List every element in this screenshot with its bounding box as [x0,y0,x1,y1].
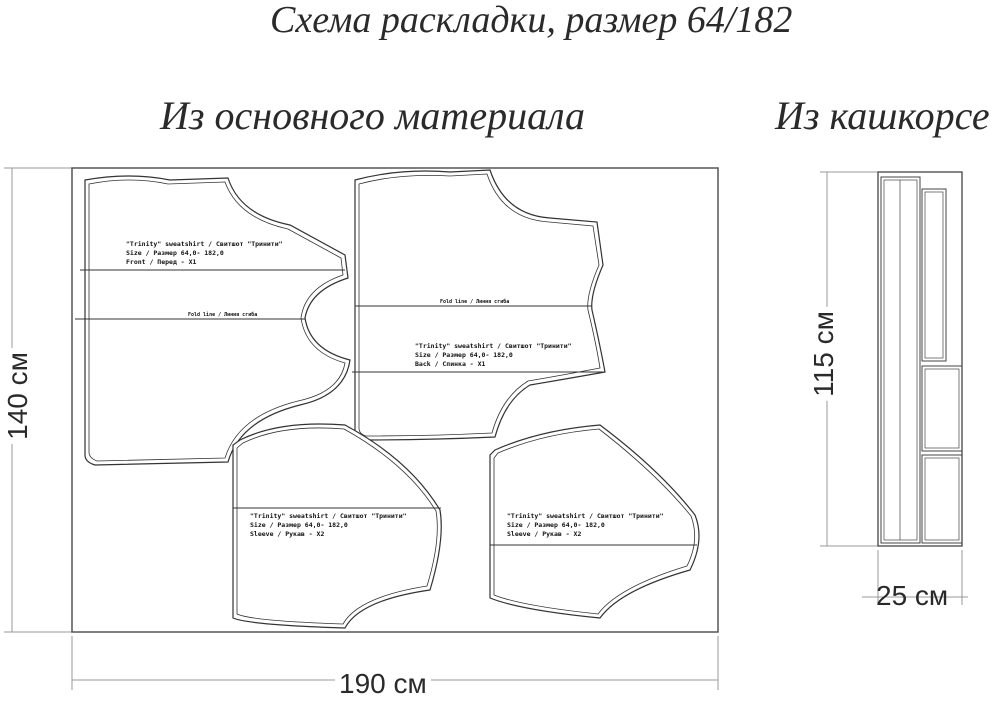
hem-band-piece-1 [921,365,963,452]
sleeve-piece-2 [489,424,700,619]
hem-band-piece-2 [921,454,963,544]
cashcorse-height-label: 115 см [807,307,840,401]
main-fabric-area [71,167,719,633]
width-dimension-label: 190 см [335,668,431,700]
sleeve2-label-3: Sleeve / Рукав - X2 [507,530,581,538]
sleeve1-label-3: Sleeve / Рукав - X2 [250,530,324,538]
front-label-2: Size / Размер 64,0- 182,0 [126,249,224,257]
back-label-3: Back / Спинка - X1 [415,360,486,368]
back-label-1: "Trinity" sweatshirt / Свитшот "Тринити" [415,342,572,350]
back-fold-label: Fold line / Линия сгиба [440,298,509,305]
front-fold-label: Fold line / Линия сгиба [188,311,257,318]
back-label-2: Size / Размер 64,0- 182,0 [415,351,513,359]
sleeve1-label-1: "Trinity" sweatshirt / Свитшот "Тринити" [250,512,407,520]
sleeve2-label-1: "Trinity" sweatshirt / Свитшот "Тринити" [507,512,664,520]
diagram-title: Схема раскладки, размер 64/182 [270,0,793,41]
cashcorse-area [877,171,963,547]
front-label-1: "Trinity" sweatshirt / Свитшот "Тринити" [126,240,283,248]
main-fabric-heading: Из основного материала [160,93,585,138]
back-piece [354,169,606,441]
height-dimension-label: 140 см [1,348,34,444]
cashcorse-heading: Из кашкорсе [775,93,990,138]
sleeve1-label-2: Size / Размер 64,0- 182,0 [250,521,348,529]
cashcorse-width-label: 25 см [876,580,949,611]
front-piece [84,175,351,466]
sleeve2-label-2: Size / Размер 64,0- 182,0 [507,521,605,529]
neck-band-piece [880,176,921,544]
cuff-piece [921,188,947,362]
front-label-3: Front / Перед - X1 [126,258,197,266]
sleeve-piece-1 [232,423,442,629]
